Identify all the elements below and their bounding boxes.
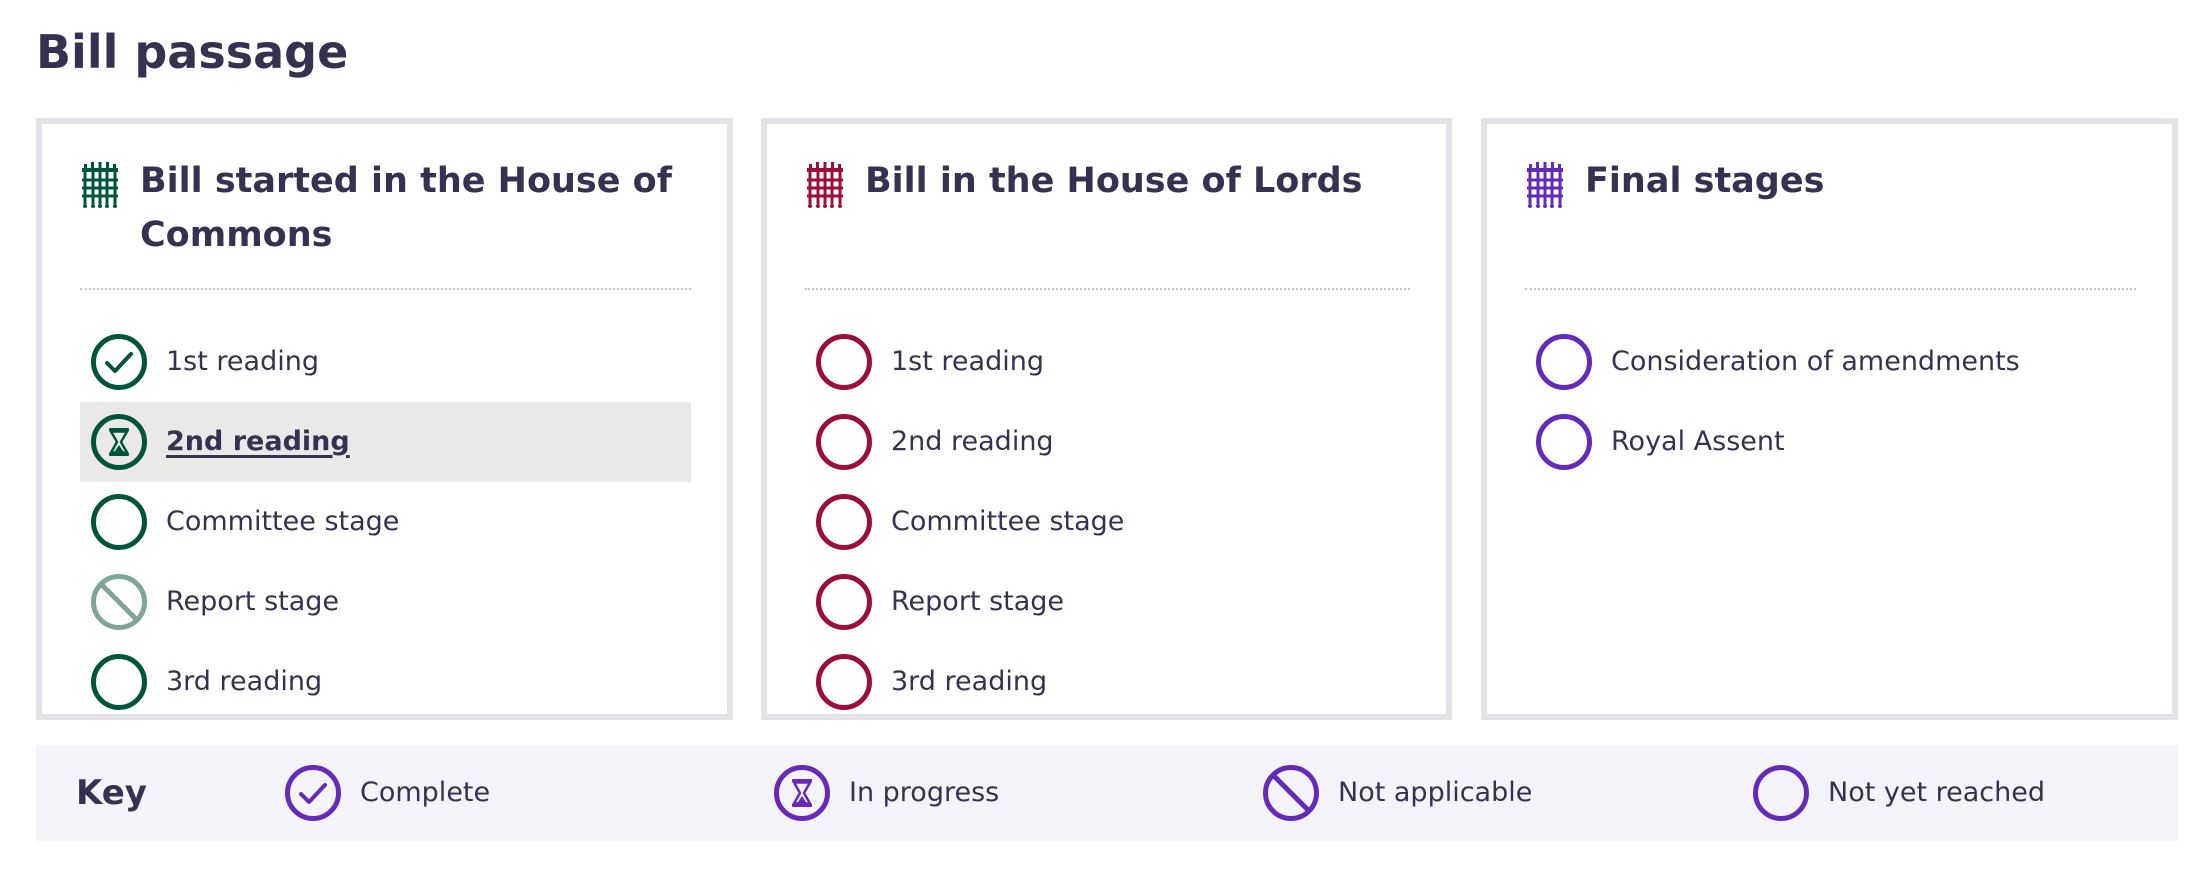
final-stages-panel: Final stages Consideration of amendments… [1481,118,2178,720]
key-title: Key [76,773,147,813]
stage-label: Committee stage [891,506,1125,537]
circle-icon [1753,765,1809,821]
panel-header: Bill in the House of Lords [805,154,1410,290]
circle-icon [91,494,147,550]
stage-item: 3rd reading [80,642,691,722]
stage-label: 1st reading [166,346,319,377]
stage-label: Royal Assent [1611,426,1785,457]
stage-label: Consideration of amendments [1611,346,2020,377]
panel-title: Bill in the House of Lords [865,161,1363,201]
hourglass-icon [774,765,830,821]
stage-item-current[interactable]: 2nd reading [80,402,691,482]
stage-item: Consideration of amendments [1525,322,2136,402]
stage-item: 1st reading [805,322,1410,402]
check-icon [285,765,341,821]
not-applicable-icon [91,574,147,630]
not-applicable-icon [1263,765,1319,821]
stage-list: 1st reading 2nd reading Committee stage [80,322,691,722]
stage-list: 1st reading 2nd reading Committee stage … [805,322,1410,722]
stage-item: 3rd reading [805,642,1410,722]
stage-item: Royal Assent [1525,402,2136,482]
stage-label: 1st reading [891,346,1044,377]
lords-panel: Bill in the House of Lords 1st reading 2… [761,118,1452,720]
page-title: Bill passage [36,25,349,79]
key-label: Not yet reached [1828,777,2046,808]
key-label: Not applicable [1338,777,1533,808]
circle-icon [1536,414,1592,470]
hourglass-icon [91,414,147,470]
portcullis-icon [1527,162,1563,208]
circle-icon [816,414,872,470]
stage-label: Report stage [166,586,340,617]
stage-list: Consideration of amendments Royal Assent [1525,322,2136,482]
key-label: Complete [360,777,491,808]
second-reading-link[interactable]: 2nd reading [166,426,350,457]
stage-item: Committee stage [805,482,1410,562]
circle-icon [816,574,872,630]
stage-item: 1st reading [80,322,691,402]
stage-label: 2nd reading [891,426,1054,457]
circle-icon [1536,334,1592,390]
stage-item: Report stage [805,562,1410,642]
commons-panel: Bill started in the House of Commons 1st… [36,118,733,720]
stage-item: Committee stage [80,482,691,562]
panel-header: Final stages [1525,154,2136,290]
portcullis-icon [82,162,118,208]
stage-label: 3rd reading [891,666,1048,697]
key-panel: Key Complete In progress Not applicable … [36,745,2178,841]
stage-label: Report stage [891,586,1065,617]
panel-title: Bill started in the House of Commons [140,161,672,255]
stage-label: 3rd reading [166,666,323,697]
panel-title: Final stages [1585,161,1825,201]
circle-icon [816,334,872,390]
stage-item: Report stage [80,562,691,642]
circle-icon [91,654,147,710]
key-label: In progress [849,777,1000,808]
portcullis-icon [807,162,843,208]
check-icon [91,334,147,390]
stage-label: Committee stage [166,506,400,537]
circle-icon [816,494,872,550]
circle-icon [816,654,872,710]
stage-item: 2nd reading [805,402,1410,482]
panel-header: Bill started in the House of Commons [80,154,691,290]
